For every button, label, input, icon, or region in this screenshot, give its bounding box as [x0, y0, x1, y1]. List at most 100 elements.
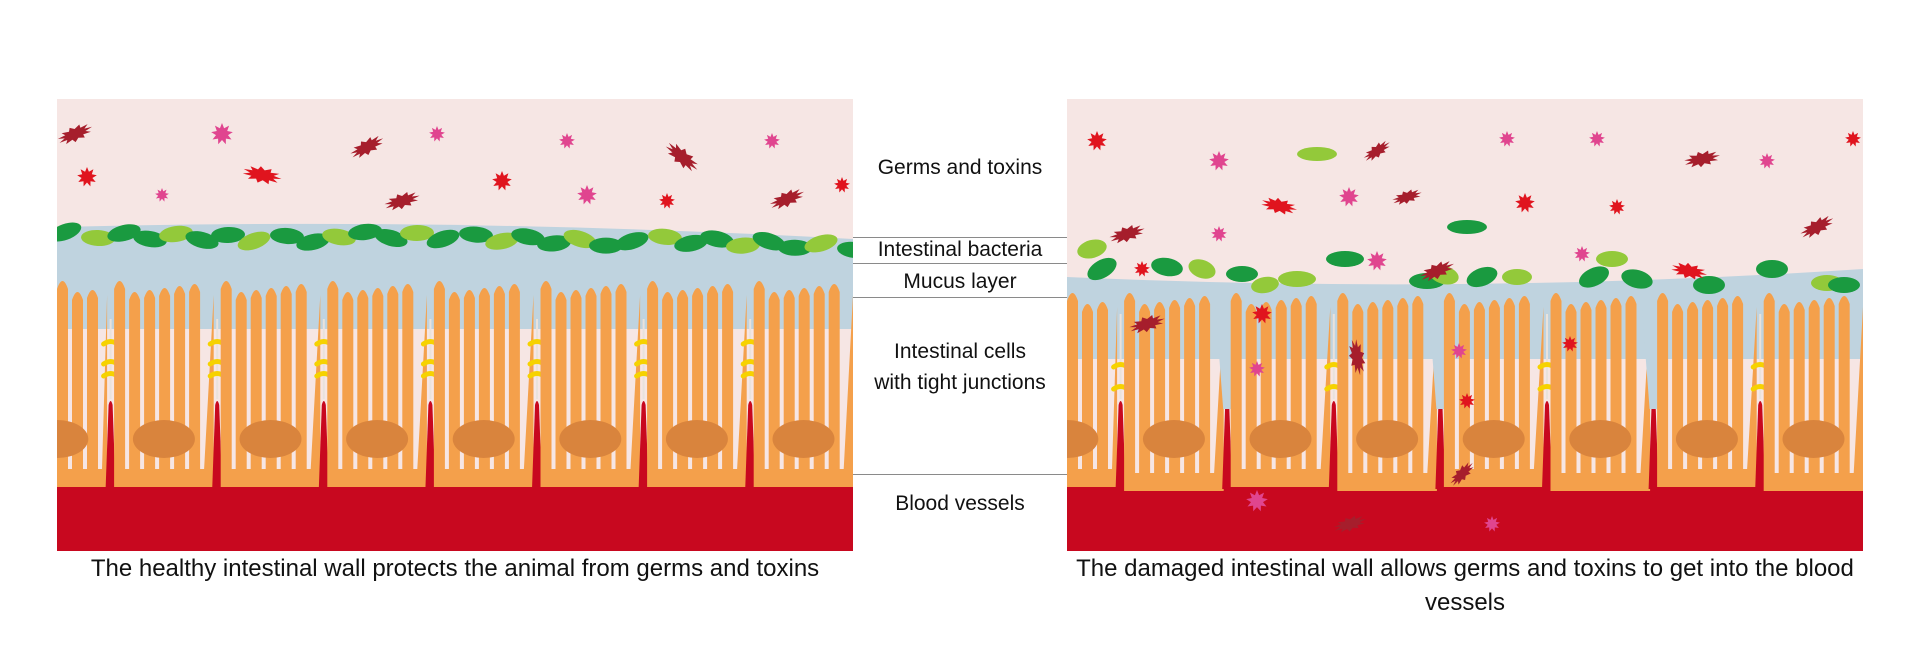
germ-spiky-round — [1499, 131, 1515, 147]
intestinal-bacterium — [804, 234, 838, 253]
germ-spiky-rod — [1800, 215, 1834, 238]
intestinal-bacterium — [459, 226, 493, 243]
intestinal-bacterium — [1466, 266, 1498, 288]
germ-spiky-round — [1249, 361, 1265, 377]
cell-nucleus — [239, 420, 302, 458]
germ-spiky-round — [1562, 336, 1578, 352]
intestinal-bacterium — [1828, 277, 1860, 293]
capillary-projection — [1435, 401, 1446, 489]
healthy-intestinal-wall-panel — [57, 99, 853, 551]
germ-spiky-rod — [1671, 262, 1707, 280]
germ-spiky-rod — [1261, 197, 1297, 215]
label-germs-and-toxins: Germs and toxins — [853, 152, 1067, 183]
germ-spiky-rod — [1129, 315, 1165, 334]
connector-line-mucus-cells — [853, 297, 1067, 298]
germ-spiky-round — [1367, 251, 1387, 271]
capillary-projection — [318, 401, 329, 489]
intestinal-bacterium — [837, 241, 853, 259]
blood-vessel-band — [1067, 481, 1863, 551]
intestinal-bacterium — [1226, 266, 1258, 282]
cell-nucleus — [1249, 420, 1312, 458]
intestinal-bacterium — [57, 222, 82, 242]
intestinal-bacterium — [1596, 251, 1628, 267]
intestinal-bacterium — [537, 235, 571, 252]
intestinal-bacterium — [726, 237, 760, 254]
cell-nucleus — [57, 420, 89, 458]
germ-spiky-rod — [57, 124, 92, 145]
label-intestinal-bacteria: Intestinal bacteria — [877, 238, 1043, 261]
intestinal-bacterium — [1579, 266, 1609, 288]
intestinal-bacterium — [674, 234, 708, 252]
cell-nucleus — [772, 420, 835, 458]
germ-spiky-rod — [1109, 225, 1145, 244]
intestinal-bacterium — [348, 223, 382, 241]
cell-nucleus — [1569, 420, 1632, 458]
germ-spiky-round — [1589, 131, 1605, 147]
capillary-projection — [1755, 401, 1766, 489]
germ-spiky-round — [1134, 261, 1150, 277]
intestinal-bacterium — [1693, 276, 1725, 294]
germ-spiky-round — [1459, 393, 1475, 409]
germ-spiky-rod — [242, 166, 282, 185]
germ-spiky-round — [577, 185, 597, 205]
intestinal-cell — [57, 281, 108, 487]
intestinal-bacterium — [322, 228, 356, 246]
cell-nucleus — [559, 420, 622, 458]
germ-spiky-round — [1609, 199, 1625, 215]
germ-spiky-round — [492, 171, 512, 191]
germ-spiky-round — [1209, 151, 1229, 171]
germ-spiky-rod — [1450, 462, 1474, 486]
germ-spiky-rod — [1333, 515, 1367, 533]
germ-spiky-round — [764, 133, 780, 149]
intestinal-bacterium — [81, 229, 115, 247]
germ-spiky-round — [1246, 490, 1268, 512]
capillary-projection — [212, 401, 223, 489]
intestinal-bacterium — [426, 229, 460, 249]
germ-spiky-round — [1339, 187, 1359, 207]
cell-nucleus — [1462, 420, 1525, 458]
germ-spiky-rod — [1419, 261, 1454, 282]
intestinal-bacterium — [374, 228, 408, 248]
intestinal-bacterium — [615, 232, 649, 251]
intestinal-bacterium — [511, 228, 545, 246]
cell-nucleus — [1356, 420, 1419, 458]
label-tight-junctions: with tight junctions — [853, 367, 1067, 398]
intestinal-cell — [1067, 293, 1118, 487]
intestinal-bacterium — [1278, 271, 1316, 287]
germ-spiky-rod — [769, 189, 804, 210]
germ-spiky-round — [659, 193, 675, 209]
germ-spiky-round — [77, 167, 97, 187]
intestinal-bacterium — [1251, 276, 1279, 294]
germ-spiky-round — [155, 188, 169, 202]
intestinal-bacterium — [185, 231, 219, 249]
germ-spiky-round — [1759, 153, 1775, 169]
intestinal-bacterium — [133, 230, 167, 248]
intestinal-bacterium — [1326, 251, 1364, 267]
intestinal-bacterium — [159, 225, 193, 243]
capillary-projection — [1328, 401, 1339, 489]
intestinal-bacterium — [1077, 239, 1107, 259]
intestinal-bacterium — [1502, 269, 1532, 285]
label-intestinal-cells: Intestinal cells — [853, 336, 1067, 367]
intestinal-bacterium — [485, 232, 519, 250]
intestinal-bacterium — [1621, 269, 1653, 289]
caption-healthy: The healthy intestinal wall protects the… — [90, 555, 820, 582]
intestinal-bacterium — [400, 224, 434, 242]
germ-spiky-round — [211, 123, 233, 145]
germ-spiky-round — [1087, 131, 1107, 151]
intestinal-bacterium — [1756, 260, 1788, 278]
germ-spiky-rod — [1392, 189, 1422, 205]
intestinal-bacterium — [270, 227, 304, 245]
germ-spiky-rod — [350, 135, 384, 158]
intestinal-bacterium — [1297, 147, 1337, 161]
blood-vessel-band — [57, 481, 853, 551]
germ-spiky-round — [559, 133, 575, 149]
germ-spiky-rod — [665, 142, 698, 172]
germ-spiky-rod — [384, 192, 420, 211]
capillary-projection — [532, 401, 542, 489]
germ-spiky-round — [1845, 131, 1861, 147]
capillary-projection — [1542, 401, 1552, 489]
intestinal-bacterium — [563, 229, 597, 249]
cell-nucleus — [665, 420, 728, 458]
